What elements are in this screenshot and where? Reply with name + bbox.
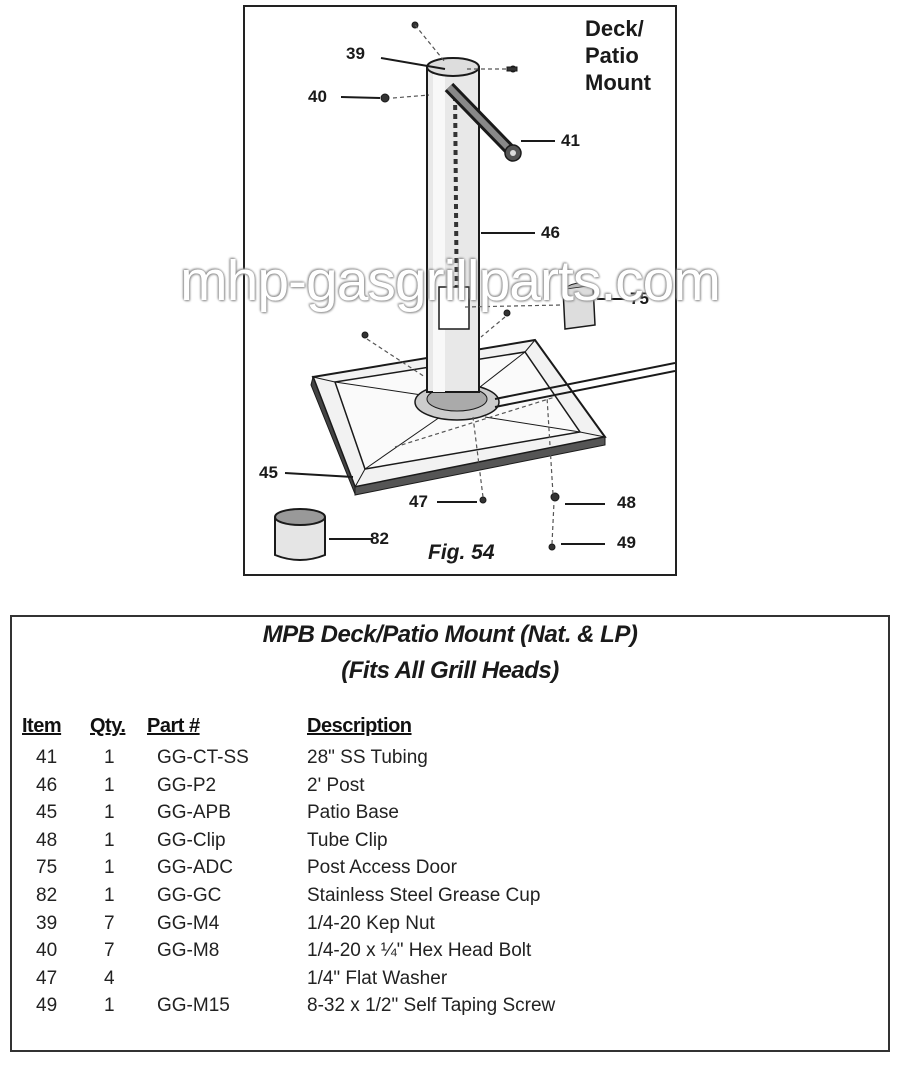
ss-tubing-drawing — [444, 82, 522, 162]
diagram-drawing — [274, 21, 675, 561]
row-description: 8-32 x 1/2" Self Taping Screw — [307, 995, 556, 1017]
row-qty: 1 — [104, 995, 115, 1017]
row-qty: 1 — [104, 857, 115, 879]
row-description: Patio Base — [307, 802, 399, 824]
row-description: 1/4" Flat Washer — [307, 967, 448, 989]
header-qty: Qty. — [90, 715, 126, 737]
exploded-diagram: Deck/ Patio Mount 39 40 41 46 75 45 47 4… — [243, 5, 677, 576]
header-item: Item — [22, 715, 62, 737]
callout-39: 39 — [346, 44, 365, 63]
table-row: 39 7 GG-M4 1/4-20 Kep Nut — [12, 910, 888, 938]
callout-40: 40 — [308, 87, 327, 106]
diagram-title-line-1: Deck/ — [585, 16, 644, 41]
row-item: 45 — [36, 802, 58, 824]
row-item: 47 — [36, 967, 58, 989]
tubing-extension — [494, 362, 675, 400]
header-description: Description — [307, 715, 412, 737]
row-qty: 1 — [104, 802, 115, 824]
callout-75: 75 — [630, 289, 649, 308]
table-row: 40 7 GG-M8 1/4-20 x ¼" Hex Head Bolt — [12, 937, 888, 965]
table-row: 75 1 GG-ADC Post Access Door — [12, 854, 888, 882]
row-description: 1/4-20 Kep Nut — [307, 912, 435, 934]
row-item: 39 — [36, 912, 58, 934]
row-part: GG-M15 — [157, 995, 230, 1017]
row-item: 48 — [36, 829, 58, 851]
parts-rows: 41 1 GG-CT-SS 28" SS Tubing 46 1 GG-P2 2… — [12, 744, 888, 1020]
table-row: 82 1 GG-GC Stainless Steel Grease Cup — [12, 882, 888, 910]
callout-46: 46 — [541, 223, 560, 242]
row-description: 1/4-20 x ¼" Hex Head Bolt — [307, 940, 532, 962]
row-part: GG-CT-SS — [157, 747, 249, 768]
row-part: GG-APB — [157, 802, 231, 824]
row-description: Tube Clip — [307, 829, 388, 851]
figure-caption: Fig. 54 — [428, 541, 495, 564]
row-qty: 1 — [104, 774, 115, 796]
row-description: 28" SS Tubing — [307, 747, 428, 768]
access-door-drawing — [562, 282, 596, 330]
callout-47: 47 — [409, 492, 428, 511]
patio-base-drawing — [310, 338, 607, 496]
row-part: GG-GC — [157, 884, 222, 906]
header-part-number: Part # — [147, 715, 200, 737]
row-description: Stainless Steel Grease Cup — [307, 884, 541, 906]
post-drawing — [426, 57, 480, 393]
row-item: 46 — [36, 774, 58, 796]
diagram-title-line-2: Patio — [585, 43, 639, 68]
row-item: 82 — [36, 884, 58, 906]
table-row: 45 1 GG-APB Patio Base — [12, 799, 888, 827]
callout-45: 45 — [259, 463, 278, 482]
row-part: GG-Clip — [157, 829, 226, 851]
row-qty: 1 — [104, 884, 115, 906]
row-qty: 4 — [104, 967, 115, 989]
callout-41: 41 — [561, 131, 580, 150]
diagram-title-line-3: Mount — [585, 70, 651, 95]
table-row: 46 1 GG-P2 2' Post — [12, 772, 888, 800]
callout-48: 48 — [617, 493, 636, 512]
row-qty: 1 — [104, 829, 115, 851]
row-item: 41 — [36, 747, 58, 768]
row-qty: 7 — [104, 940, 115, 962]
row-description: 2' Post — [307, 774, 365, 796]
row-item: 40 — [36, 940, 58, 962]
assembly-lines — [366, 24, 562, 545]
parts-list-subtitle: (Fits All Grill Heads) — [341, 657, 559, 684]
row-description: Post Access Door — [307, 857, 457, 879]
row-qty: 1 — [104, 747, 115, 768]
tubing-extension-lower — [494, 370, 675, 408]
parts-list-title: MPB Deck/Patio Mount (Nat. & LP) — [262, 621, 638, 648]
table-row: 41 1 GG-CT-SS 28" SS Tubing — [12, 744, 888, 772]
watermark: mhp-gasgrillparts.com — [180, 249, 721, 313]
leader-lines — [284, 57, 625, 545]
row-item: 75 — [36, 857, 58, 879]
callout-49: 49 — [617, 533, 636, 552]
table-row: 48 1 GG-Clip Tube Clip — [12, 827, 888, 855]
table-row: 49 1 GG-M15 8-32 x 1/2" Self Taping Scre… — [12, 992, 888, 1020]
row-part: GG-M4 — [157, 912, 220, 934]
row-part: GG-P2 — [157, 774, 217, 796]
table-row: 47 4 1/4" Flat Washer — [12, 965, 888, 993]
row-item: 49 — [36, 995, 58, 1017]
callout-82: 82 — [370, 529, 389, 548]
row-part: GG-ADC — [157, 857, 233, 879]
grease-cup-drawing — [274, 508, 326, 561]
row-qty: 7 — [104, 912, 115, 934]
row-part: GG-M8 — [157, 940, 220, 962]
parts-list: MPB Deck/Patio Mount (Nat. & LP) (Fits A… — [10, 615, 890, 1052]
